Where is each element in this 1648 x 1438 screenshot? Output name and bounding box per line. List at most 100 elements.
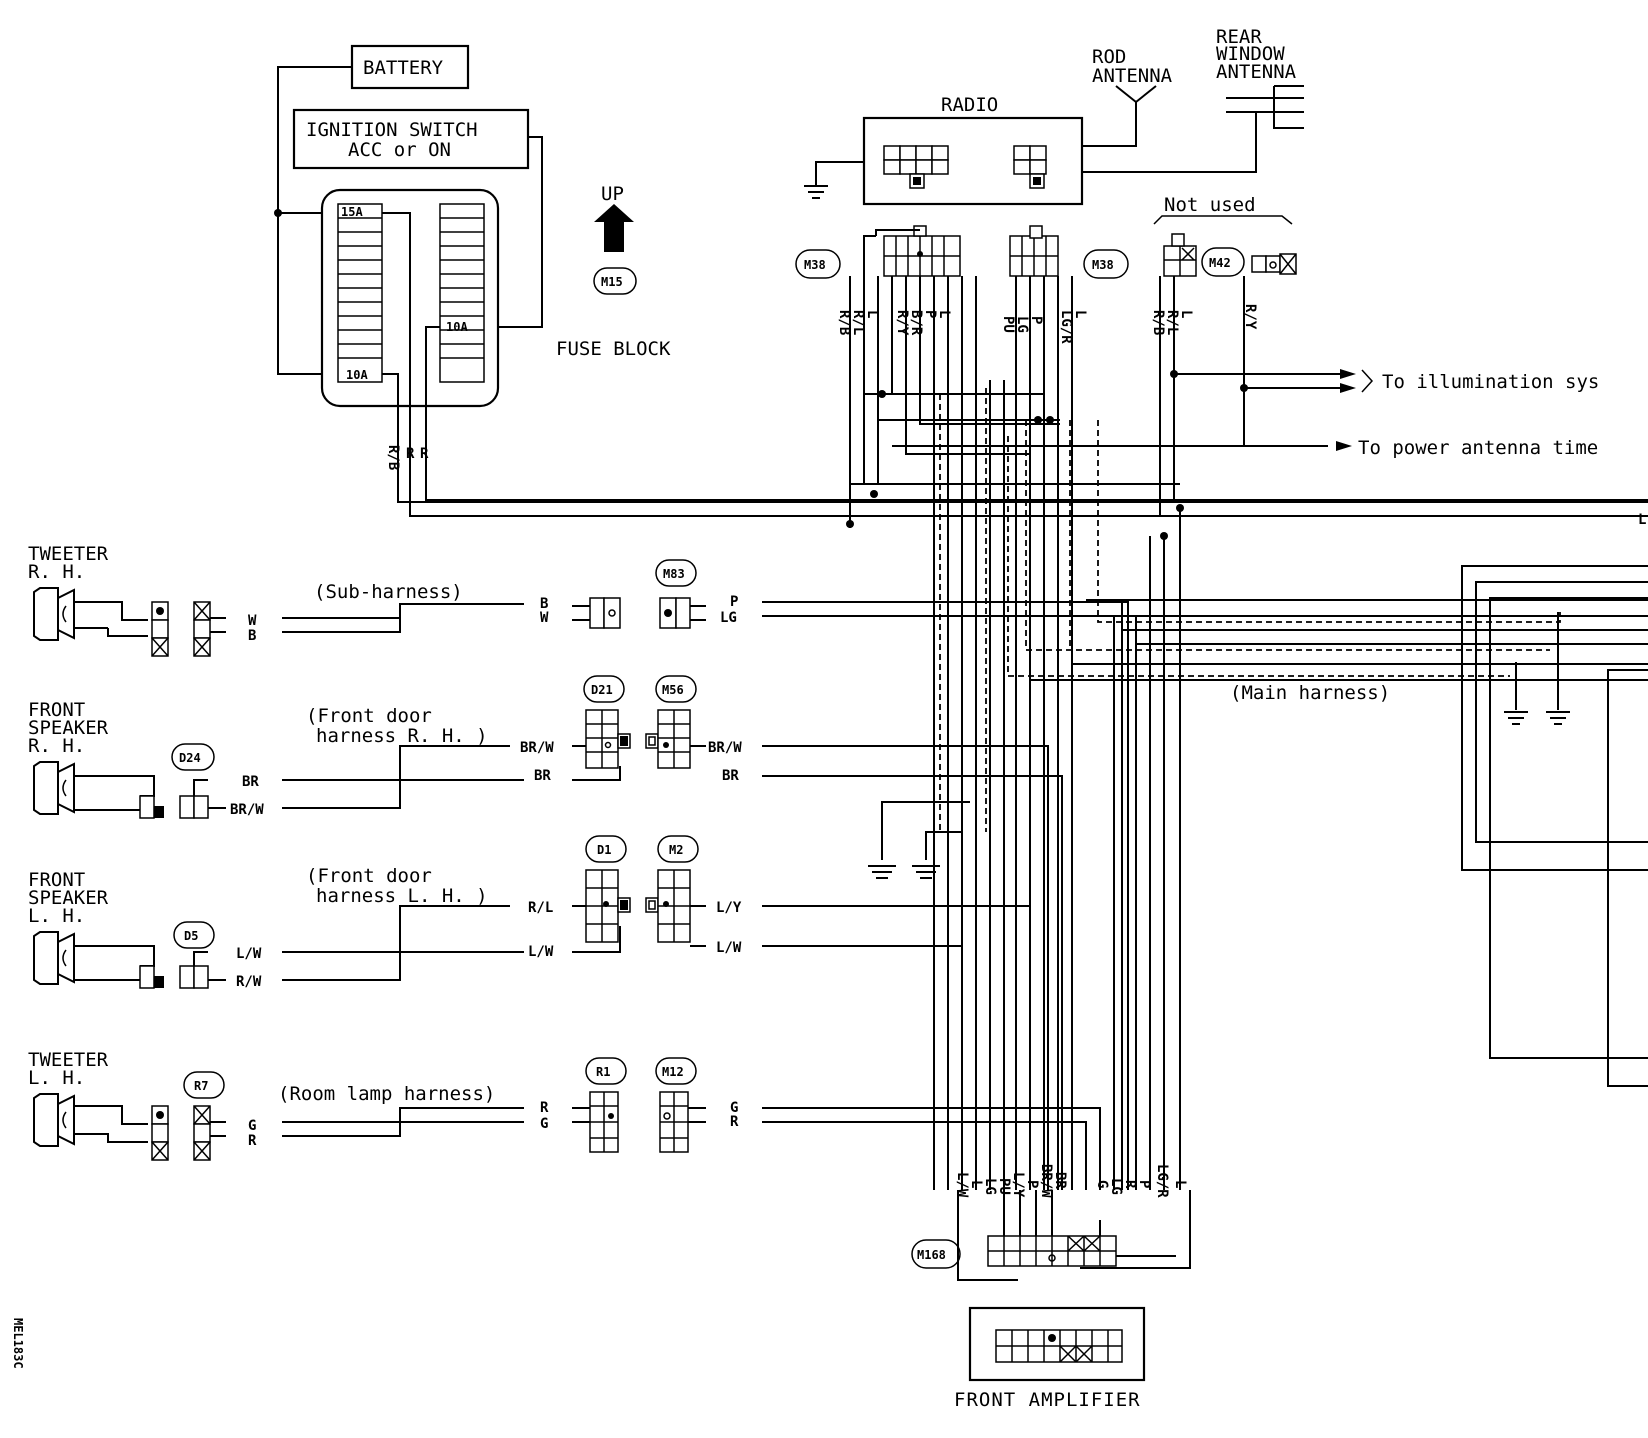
front-speaker-rh-label-2: SPEAKER [28, 717, 109, 739]
fuse-wire-r2-label: R [420, 446, 429, 462]
rod-antenna-icon [1082, 85, 1157, 147]
fuse-block-label: FUSE BLOCK [556, 338, 671, 360]
amp-lgr: LG/R [1154, 1164, 1170, 1198]
power-supply: BATTERY IGNITION SWITCH ACC or ON [274, 44, 1648, 517]
destination-arrows: To illumination sys To power antenna tim… [1326, 369, 1646, 528]
m38l-ry: R/Y [894, 310, 910, 336]
amp-ly: L/Y [1010, 1172, 1026, 1198]
fuse-10a-left-label: 10A [346, 368, 368, 382]
front-door-lh-label-1: (Front door [306, 865, 432, 887]
d5-label: D5 [184, 929, 198, 943]
m42-rb: R/B [1150, 310, 1166, 335]
d5-lw: L/W [236, 946, 262, 962]
main-wire-trunk [846, 276, 1648, 1281]
m38r-l: L [1072, 310, 1088, 318]
tweeter-lh: TWEETER L. H. R7 G R (Room lamp harness)… [28, 1049, 1101, 1190]
to-power-antenna-label: To power antenna time [1358, 437, 1598, 459]
tweeter-lh-speaker-icon [33, 1093, 59, 1147]
d21-tag [583, 675, 625, 703]
rear-window-antenna-icon [1226, 85, 1304, 129]
m56-label: M56 [662, 683, 684, 697]
front-door-rh-label-1: (Front door [306, 705, 432, 727]
front-speaker-rh: FRONT SPEAKER R. H. D24 BR BR/W (Front d… [28, 675, 1063, 1190]
m2-label: M2 [669, 843, 683, 857]
front-speaker-rh-label-3: R. H. [28, 735, 85, 757]
m168-label: M168 [917, 1248, 946, 1262]
d24-tag [171, 743, 215, 771]
m38l-br: B/R [908, 310, 924, 336]
fuse-slots-left [338, 217, 382, 359]
r1-tag [585, 1057, 627, 1085]
amp-p2: P [1136, 1180, 1152, 1188]
to-illumination-label: To illumination sys [1382, 371, 1599, 393]
d24-label: D24 [179, 751, 201, 765]
diagram-code-label: MEL183C [11, 1318, 25, 1369]
tweeter-rh-label-1: TWEETER [28, 543, 109, 565]
m42-l: L [1178, 310, 1194, 318]
front-speaker-rh-icon [33, 761, 59, 815]
d5-rw: R/W [236, 974, 262, 990]
not-used-label: Not used [1164, 194, 1256, 216]
tweeter-rh-w: W [248, 613, 257, 629]
front-speaker-lh-icon [33, 931, 59, 985]
connector-m38-left: M38 [795, 225, 961, 320]
fuse-wire-rb-label: R/B [385, 445, 401, 470]
r1-r: R [540, 1100, 549, 1116]
up-arrow-icon [594, 204, 634, 252]
d21-br: BR [534, 768, 551, 784]
rod-antenna-label-1: ROD [1092, 46, 1126, 68]
sub-w: W [540, 610, 549, 626]
m83-lg: LG [720, 610, 737, 626]
d24-brw: BR/W [230, 802, 264, 818]
sub-harness-label: (Sub-harness) [314, 581, 463, 603]
m2-tag [657, 835, 699, 863]
m12-g: G [730, 1100, 738, 1116]
m42-label: M42 [1209, 256, 1231, 270]
r1-label: R1 [596, 1065, 610, 1079]
front-door-lh-label-2: harness L. H. ) [316, 885, 488, 907]
m83-label: M83 [663, 567, 685, 581]
connector-m168: M168 [911, 1190, 1117, 1269]
m38r-lg: LG [1014, 316, 1030, 333]
d1-lw: L/W [528, 944, 554, 960]
d21-brw: BR/W [520, 740, 554, 756]
sub-b: B [540, 596, 548, 612]
d5-tag [173, 921, 215, 949]
r7-label: R7 [194, 1079, 208, 1093]
m15-connector-tag [593, 267, 637, 295]
m2-ly: L/Y [716, 900, 742, 916]
amp-lg: LG [982, 1178, 998, 1195]
amp-l2: L [1172, 1180, 1188, 1188]
front-speaker-rh-label-1: FRONT [28, 699, 85, 721]
main-harness-label: (Main harness) [1230, 682, 1390, 704]
tweeter-rh: TWEETER R. H. W B (Sub-harness) B W M83 … [28, 543, 1129, 1190]
m38-right-wire-labels: PU LG P LG/R L [1000, 310, 1088, 344]
m56-brw: BR/W [708, 740, 742, 756]
r7-tag [183, 1071, 225, 1099]
fuse-15a-label: 15A [341, 205, 363, 219]
m38l-p: P [922, 310, 938, 318]
radio-label: RADIO [941, 94, 998, 116]
m42-tag [1201, 247, 1245, 277]
front-door-rh-label-2: harness R. H. ) [316, 725, 488, 747]
m56-br: BR [722, 768, 739, 784]
m12-r: R [730, 1114, 739, 1130]
m83-p: P [730, 594, 738, 610]
front-speaker-lh: FRONT SPEAKER L. H. D5 L/W R/W (Front do… [28, 835, 1031, 1190]
m38-left-tag [795, 249, 841, 279]
connector-m42: Not used M42 [1153, 194, 1297, 277]
radio-ground-wire [815, 161, 864, 186]
front-amplifier-label: FRONT AMPLIFIER [954, 1389, 1141, 1411]
ignition-switch-label: IGNITION SWITCH [306, 119, 478, 141]
m38l-rb: R/B [836, 310, 852, 335]
fuse-10a-right-label: 10A [446, 320, 468, 334]
ignition-switch-box [292, 108, 530, 170]
fuse-strip-left [337, 203, 383, 383]
rear-antenna-label-1: REAR [1216, 26, 1262, 48]
tweeter-rh-speaker-icon [33, 587, 59, 641]
radio-connector-right [1013, 145, 1047, 189]
left-ground-icons [868, 865, 940, 879]
m56-tag [655, 675, 697, 703]
edge-l-label: L [1638, 512, 1646, 528]
